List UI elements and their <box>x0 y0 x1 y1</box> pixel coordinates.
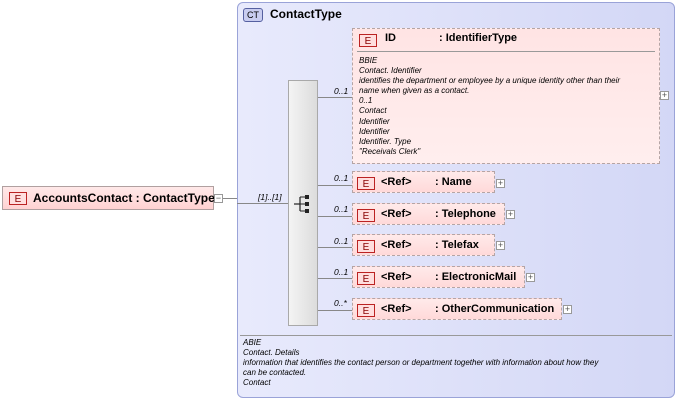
expand-icon[interactable]: + <box>660 90 669 100</box>
child-element-name[interactable]: E <Ref> : Name <box>352 171 495 193</box>
child-element-othercommunication[interactable]: E <Ref> : OtherCommunication <box>352 298 562 320</box>
child-cardinality: 0..1 <box>334 236 349 246</box>
connector-line <box>237 203 288 204</box>
collapse-icon[interactable]: − <box>214 193 223 203</box>
id-element-type: : IdentifierType <box>439 32 518 44</box>
ref-label: <Ref> <box>381 271 412 283</box>
child-cardinality: 0..1 <box>334 173 349 183</box>
complex-type-badge-icon: CT <box>243 8 263 22</box>
expand-icon[interactable]: + <box>526 272 535 282</box>
connector-line <box>223 198 237 199</box>
complex-type-documentation: ABIE Contact. Details information that i… <box>243 338 599 388</box>
child-element-label: : Name <box>435 176 472 188</box>
divider <box>357 51 655 52</box>
element-badge-icon: E <box>357 240 375 253</box>
connector-line <box>318 278 352 279</box>
id-cardinality: 0..1 <box>334 86 349 96</box>
child-element-label: : Telefax <box>435 239 479 251</box>
id-element-box[interactable]: E ID : IdentifierType BBIE Contact. Iden… <box>352 28 660 164</box>
connector-line <box>318 185 352 186</box>
element-badge-icon: E <box>357 177 375 190</box>
child-element-electronicmail[interactable]: E <Ref> : ElectronicMail <box>352 266 525 288</box>
child-element-label: : OtherCommunication <box>435 303 555 315</box>
element-badge-icon: E <box>357 209 375 222</box>
sequence-icon <box>294 195 309 213</box>
sequence-compositor[interactable] <box>288 80 318 326</box>
id-element-name: ID <box>385 32 396 44</box>
root-element-label: AccountsContact : ContactType <box>33 191 215 205</box>
connector-line <box>318 247 352 248</box>
connector-line <box>318 310 352 311</box>
root-element-accountscontact[interactable]: E AccountsContact : ContactType <box>2 186 215 210</box>
expand-icon[interactable]: + <box>496 240 505 250</box>
ref-label: <Ref> <box>381 303 412 315</box>
ref-label: <Ref> <box>381 176 412 188</box>
element-badge-icon: E <box>357 272 375 285</box>
child-element-label: : ElectronicMail <box>435 271 517 283</box>
expand-icon[interactable]: + <box>506 209 515 219</box>
element-badge-icon: E <box>357 304 375 317</box>
ref-label: <Ref> <box>381 239 412 251</box>
divider <box>240 335 672 336</box>
child-cardinality: 0..1 <box>334 267 349 277</box>
id-element-documentation: BBIE Contact. Identifier identifies the … <box>359 56 621 156</box>
expand-icon[interactable]: + <box>563 304 572 314</box>
child-element-telephone[interactable]: E <Ref> : Telephone <box>352 203 505 225</box>
complex-type-title: ContactType <box>270 7 342 21</box>
expand-icon[interactable]: + <box>496 178 505 188</box>
element-badge-icon: E <box>9 192 27 205</box>
connector-line <box>318 216 352 217</box>
child-element-label: : Telephone <box>435 208 496 220</box>
connector-line <box>318 97 352 98</box>
sequence-cardinality: [1]..[1] <box>258 192 282 202</box>
child-cardinality: 0..* <box>334 298 347 308</box>
ref-label: <Ref> <box>381 208 412 220</box>
child-cardinality: 0..1 <box>334 204 349 214</box>
child-element-telefax[interactable]: E <Ref> : Telefax <box>352 234 495 256</box>
element-badge-icon: E <box>359 34 377 47</box>
